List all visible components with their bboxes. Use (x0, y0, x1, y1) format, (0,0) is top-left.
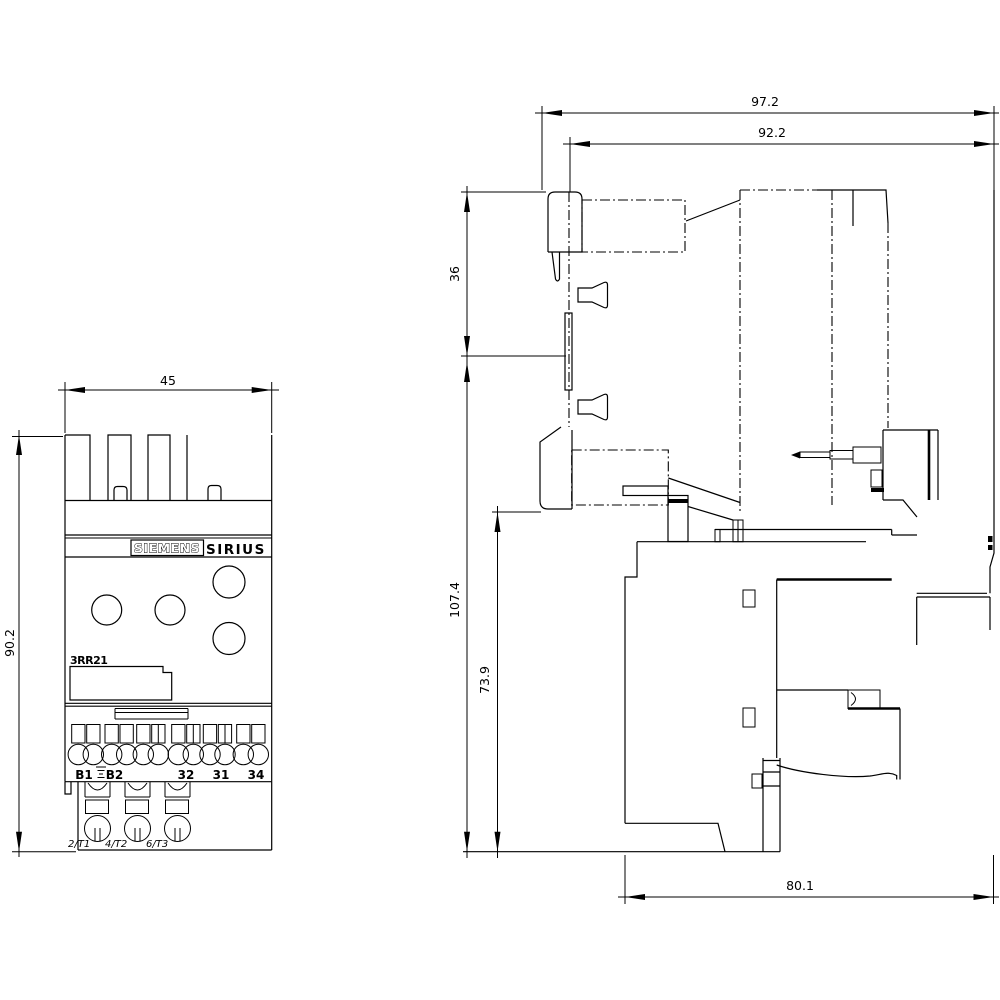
side-view: 97.2 92.2 36 107.4 (447, 94, 999, 904)
model-label: 3RR21 (70, 654, 107, 667)
label-holder (114, 708, 189, 720)
dim-label-base-depth: 80.1 (786, 878, 814, 893)
stacked-marks-symbol (96, 766, 106, 778)
knob-circle (212, 565, 246, 599)
lower-body (463, 541, 901, 853)
terminal-label-2t1: 2/T1 (68, 839, 90, 850)
front-face (916, 190, 995, 645)
clip-shape (207, 484, 222, 500)
front-lower-section: 2/T1 4/T2 6/T3 (64, 781, 273, 851)
dim-height-107-4: 107.4 (447, 356, 470, 858)
phantom-outlines (571, 189, 889, 512)
corner-foot (64, 781, 72, 795)
rail-hook-top (547, 191, 583, 253)
terminal-label-b1: B1 (75, 768, 93, 782)
leader-edge (668, 477, 741, 504)
latch-mechanism (622, 485, 744, 543)
side-window (742, 707, 756, 728)
dim-label-height-total: 107.4 (447, 582, 462, 618)
dim-label-height-lower: 73.9 (477, 666, 492, 694)
display-window (69, 665, 173, 701)
terminal-label-b2: B2 (106, 768, 124, 782)
power-terminal (84, 782, 111, 842)
upper-block (668, 189, 889, 504)
arrowhead-icon (16, 831, 22, 852)
rail-hook-spike (551, 251, 561, 282)
siemens-logo: SIEMENS (134, 541, 200, 556)
cavity-window (847, 689, 881, 709)
front-body-outline: SIEMENS SIRIUS 3RR21 (64, 434, 273, 782)
terminal-label-4t2: 4/T2 (105, 839, 127, 850)
front-view: 45 90.2 SIEMENS SIRIUS (2, 373, 279, 857)
dim-depth-97-2: 97.2 (535, 94, 999, 190)
side-window (742, 589, 756, 608)
arrowhead-icon (65, 387, 85, 393)
leader-edge (685, 199, 741, 222)
dim-label-width: 45 (160, 373, 176, 388)
upper-front-block (715, 429, 939, 536)
power-terminal (164, 782, 191, 842)
terminal-label-34: 34 (248, 768, 265, 782)
rail-hook-bottom (539, 426, 573, 510)
dim-base-80-1: 80.1 (618, 855, 999, 904)
arrowhead-icon (16, 435, 22, 455)
release-tab (577, 281, 609, 309)
dim-height-73-9: 73.9 (477, 506, 541, 858)
terminal-labels: B1 B2 32 31 34 (75, 766, 265, 782)
power-terminal (124, 782, 151, 842)
knob-circle (212, 621, 246, 656)
terminal-label-32: 32 (178, 768, 195, 782)
dim-label-depth-total: 97.2 (751, 94, 779, 109)
knob-circle (154, 594, 186, 626)
terminal-label-6t3: 6/T3 (146, 839, 168, 850)
dim-height-90-2: 90.2 (2, 430, 76, 857)
dim-width-45: 45 (58, 373, 279, 433)
siemens-logo-box (130, 539, 205, 557)
dim-rail-36: 36 (447, 186, 566, 362)
terminal-squares (71, 724, 266, 744)
dim-label-height: 90.2 (2, 629, 17, 657)
terminal-label-31: 31 (213, 768, 230, 782)
release-tab (577, 393, 609, 421)
dim-depth-92-2: 92.2 (563, 125, 999, 192)
dim-label-rail-zone: 36 (447, 266, 462, 282)
bottom-column (751, 758, 781, 852)
arrowhead-icon (251, 387, 272, 393)
clip-shape (113, 485, 128, 500)
test-pin (791, 446, 884, 492)
sirius-logo: SIRIUS (206, 542, 266, 558)
din-rail-clips (539, 191, 609, 510)
terminal-openings (67, 743, 269, 766)
cavity-curve (776, 764, 898, 780)
dim-label-depth-rail: 92.2 (758, 125, 786, 140)
knob-circle (91, 594, 123, 626)
